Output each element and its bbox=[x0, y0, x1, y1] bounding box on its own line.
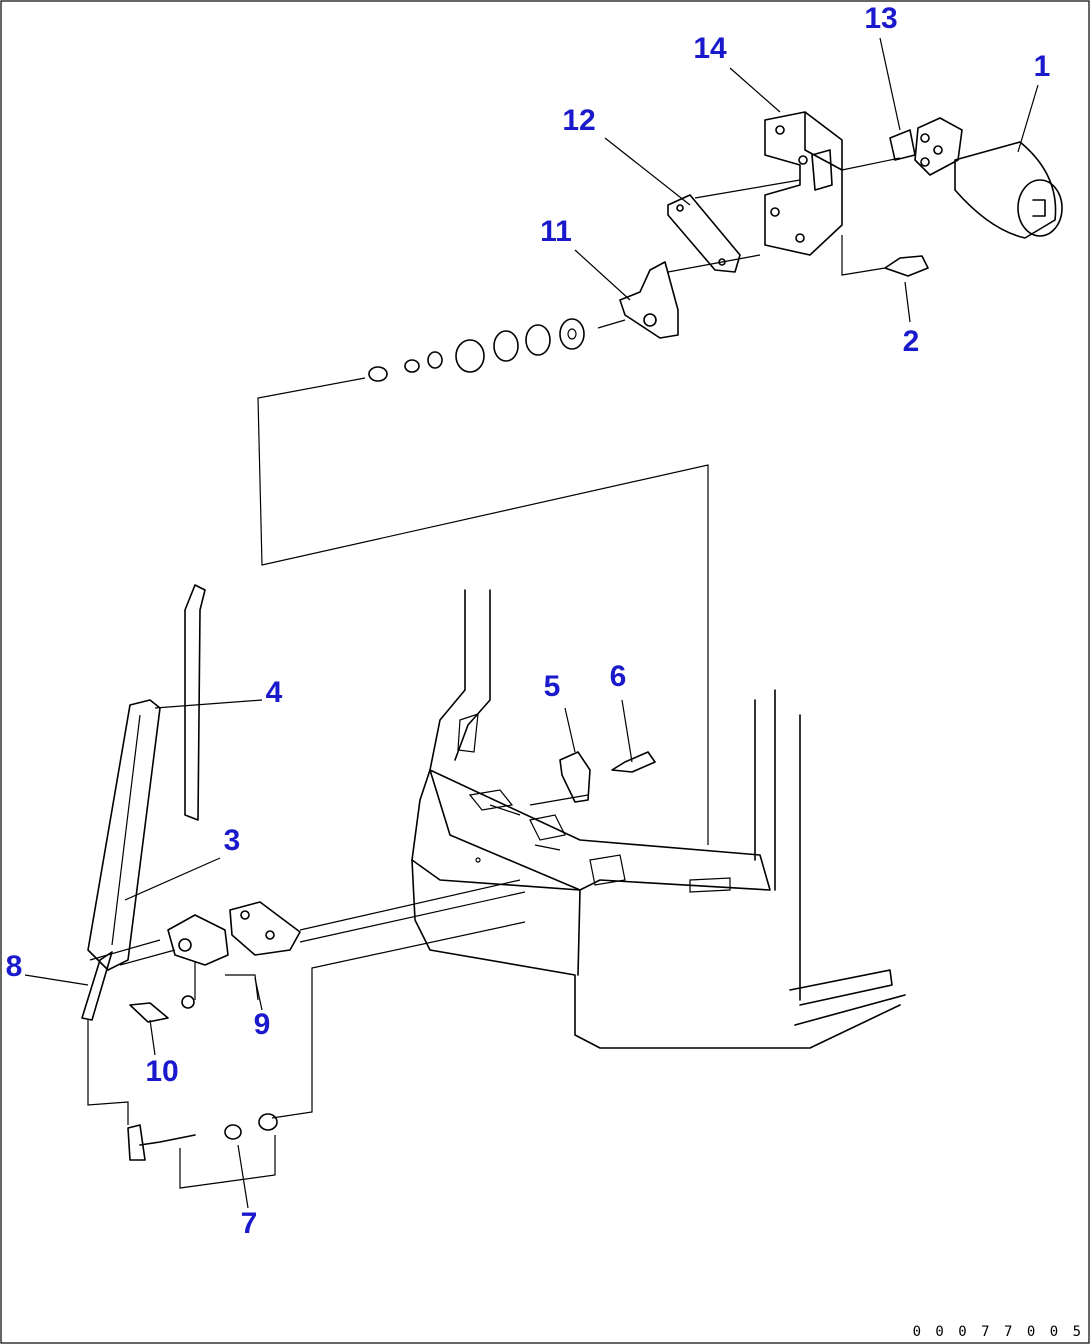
callout-1: 1 bbox=[1033, 50, 1051, 83]
pivot-unit bbox=[167, 901, 301, 966]
callout-12: 12 bbox=[562, 104, 596, 137]
callout-11: 11 bbox=[540, 215, 572, 248]
drawing-code: 0 0 0 7 7 0 0 5 bbox=[912, 1324, 1084, 1340]
callout-4: 4 bbox=[265, 676, 283, 709]
arm-cover bbox=[81, 951, 113, 1021]
wiper-arm bbox=[87, 699, 161, 971]
washer-set bbox=[368, 318, 585, 382]
callout-3: 3 bbox=[223, 824, 241, 857]
bolt-10 bbox=[129, 1002, 169, 1023]
callout-9: 9 bbox=[253, 1008, 271, 1041]
callout-7: 7 bbox=[240, 1207, 258, 1240]
callout-14: 14 bbox=[693, 32, 727, 65]
wiper-blade bbox=[184, 584, 206, 821]
leader-lines bbox=[24, 37, 1039, 1209]
terminal-plate bbox=[889, 129, 916, 161]
clamp bbox=[559, 751, 591, 803]
callout-8: 8 bbox=[5, 950, 23, 983]
callout-13: 13 bbox=[864, 2, 898, 35]
callout-10: 10 bbox=[145, 1055, 179, 1088]
callout-5: 5 bbox=[543, 670, 561, 703]
nozzle-set bbox=[127, 1113, 278, 1161]
bolt-6 bbox=[611, 751, 656, 773]
motor-bracket bbox=[764, 111, 843, 256]
callout-2: 2 bbox=[902, 325, 920, 358]
cab-outline bbox=[411, 589, 906, 1049]
link-plate bbox=[667, 194, 741, 273]
wiper-motor bbox=[914, 117, 1063, 239]
crank-link bbox=[619, 261, 679, 339]
bolt bbox=[884, 255, 929, 277]
callout-6: 6 bbox=[609, 660, 627, 693]
